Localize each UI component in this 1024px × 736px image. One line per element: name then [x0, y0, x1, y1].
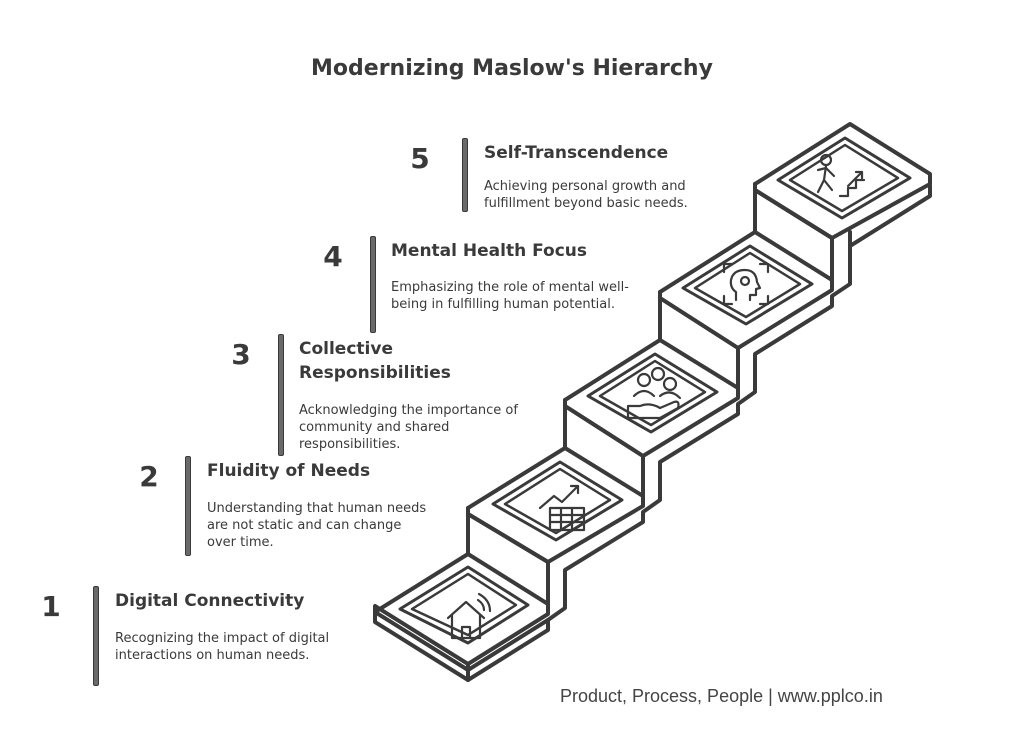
step-1-title: Digital Connectivity: [115, 591, 305, 611]
step-4-bar: [370, 236, 376, 333]
mind-focus-icon: [722, 262, 770, 306]
step-2-description: Understanding that human needs are not s…: [207, 501, 427, 550]
step-1-number: 1: [41, 590, 61, 623]
step-4-block: [658, 230, 834, 358]
climbing-stairs-icon: [816, 153, 866, 198]
step-3-description: Acknowledging the importance of communit…: [299, 403, 518, 452]
step-3-title: Collective Responsibilities: [299, 339, 451, 383]
step-5-description: Achieving personal growth and fulfillmen…: [484, 179, 688, 211]
community-care-icon: [626, 366, 682, 420]
step-1-description: Recognizing the impact of digital intera…: [115, 631, 330, 663]
step-3-block: [563, 338, 740, 466]
step-2-bar: [185, 456, 191, 556]
step-1-bar: [93, 586, 99, 686]
step-3-bar: [278, 334, 284, 456]
step-5-block: [753, 122, 932, 248]
step-5-bar: [462, 138, 468, 212]
step-2-block: [466, 446, 645, 572]
step-4-title: Mental Health Focus: [391, 241, 587, 261]
step-4-description: Emphasizing the role of mental well-bein…: [391, 280, 629, 312]
smart-home-icon: [446, 592, 492, 640]
step-5-title: Self-Transcendence: [484, 143, 669, 163]
step-2-number: 2: [139, 460, 159, 493]
step-1-block: [373, 552, 550, 682]
step-2-title: Fluidity of Needs: [207, 461, 371, 481]
step-4-number: 4: [323, 240, 343, 273]
step-5-number: 5: [410, 142, 430, 175]
footer-text: Product, Process, People | www.pplco.in: [560, 686, 883, 706]
step-3-number: 3: [231, 338, 251, 371]
diagram-title: Modernizing Maslow's Hierarchy: [311, 56, 713, 81]
growth-chart-icon: [538, 484, 586, 532]
